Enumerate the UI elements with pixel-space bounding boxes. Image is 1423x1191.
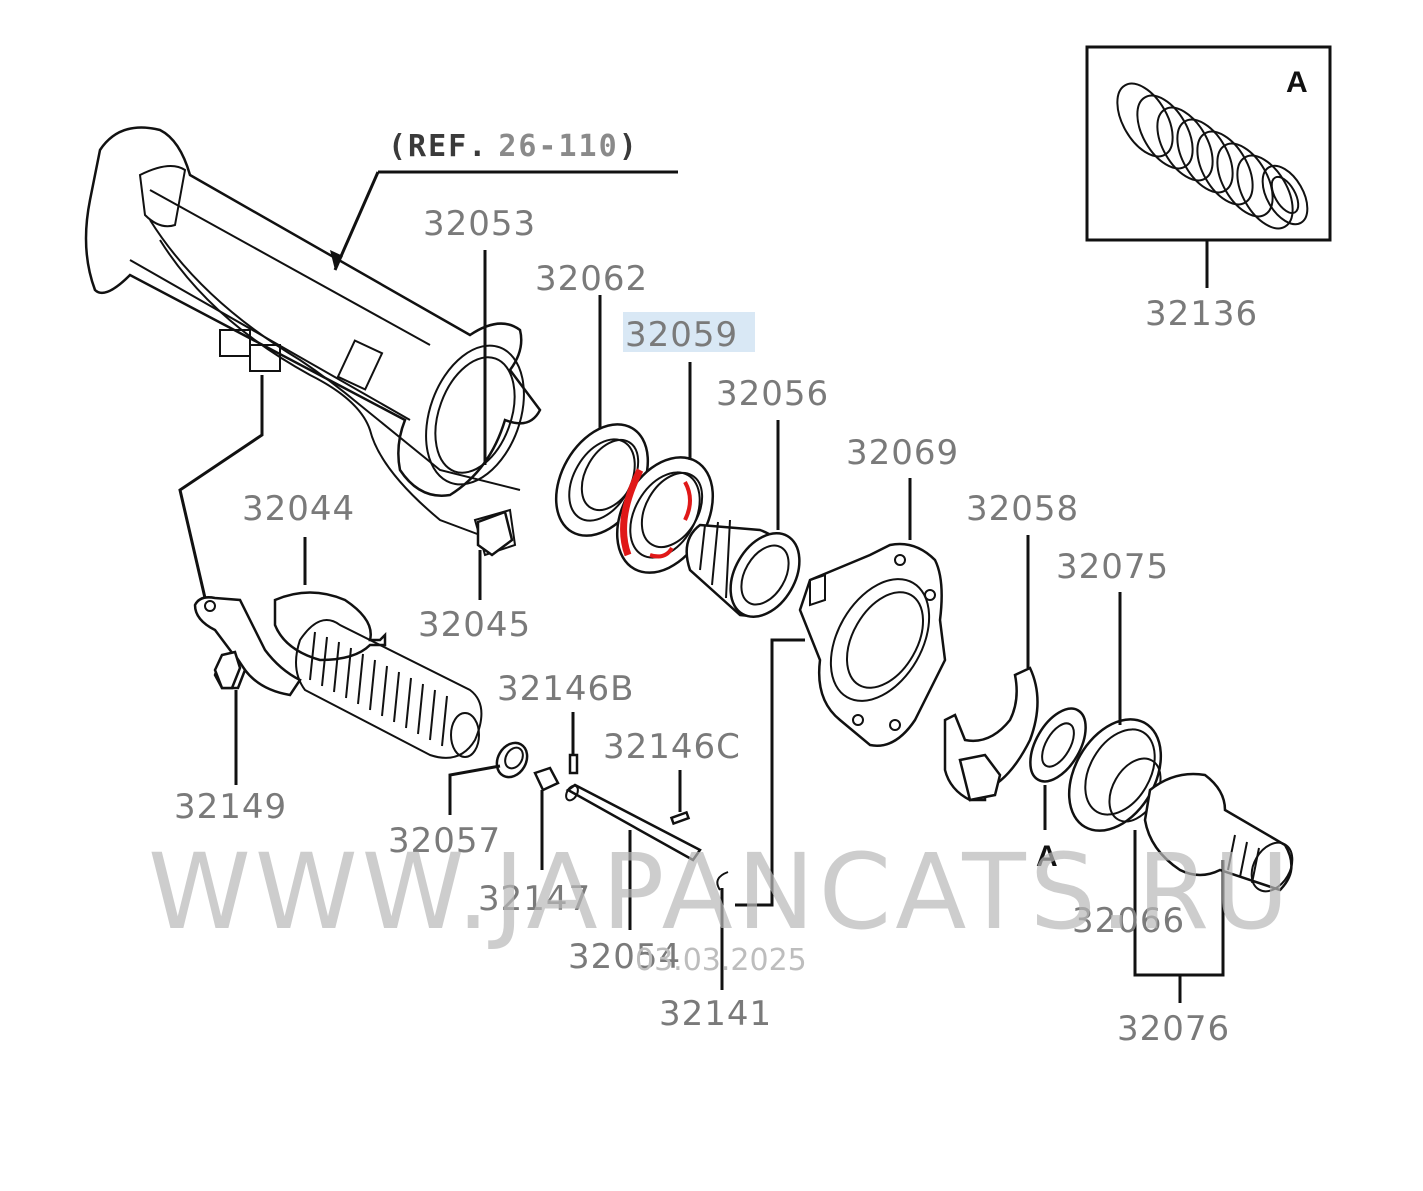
bushing-32147-drawing (533, 766, 560, 792)
label-32149[interactable]: 32149 (174, 787, 287, 827)
reference-label: (REF.26-110) (388, 129, 639, 164)
label-32053[interactable]: 32053 (423, 204, 536, 244)
label-32056[interactable]: 32056 (716, 374, 829, 414)
label-32066[interactable]: 32066 (1072, 901, 1185, 941)
shaft-32054-drawing (565, 783, 702, 862)
inset-letter: A (1286, 66, 1308, 99)
cover-32069-drawing (798, 542, 947, 747)
highlight-mark-32059 (620, 468, 644, 557)
leader-32057 (448, 764, 501, 815)
watermark: WWW.JAPANCATS.RU (148, 831, 1293, 953)
label-32044[interactable]: 32044 (242, 489, 355, 529)
spring-32136-drawing (1116, 82, 1309, 230)
lever-boot-drawing (193, 591, 483, 759)
pin-32146B-drawing (568, 753, 579, 775)
shaft-32066-drawing (1143, 772, 1294, 893)
sleeve-32056-drawing (685, 519, 801, 619)
highlight-bg-32059 (623, 312, 755, 352)
inset-box-a: A (1085, 45, 1332, 288)
datestamp: 03.03.2025 (635, 943, 807, 978)
leader-lever-bracket (178, 375, 264, 599)
label-32059[interactable]: 32059 (625, 315, 738, 355)
seal-32057-drawing (495, 741, 529, 779)
label-32057[interactable]: 32057 (388, 821, 501, 861)
ref-leader-arrow (333, 171, 380, 271)
clip-32141-drawing (716, 871, 729, 891)
label-32062[interactable]: 32062 (535, 259, 648, 299)
sensor-32045-drawing (476, 510, 514, 557)
label-32146B[interactable]: 32146B (497, 669, 634, 709)
label-32141[interactable]: 32141 (659, 994, 772, 1034)
label-32146C[interactable]: 32146C (603, 727, 741, 767)
pin-32146C-drawing (669, 810, 691, 826)
bearing-32075-drawing (1067, 718, 1163, 832)
label-32054[interactable]: 32054 (568, 937, 681, 977)
connector-letter-a: A (1036, 840, 1058, 873)
fork-32058-drawing (943, 666, 1039, 802)
label-32147[interactable]: 32147 (478, 879, 591, 919)
leader-32069-link (735, 638, 805, 907)
label-32045[interactable]: 32045 (418, 605, 531, 645)
washer-a-drawing (1029, 707, 1087, 783)
bolt-32149-drawing (213, 650, 242, 690)
housing-assembly-drawing (84, 126, 542, 557)
label-32058[interactable]: 32058 (966, 489, 1079, 529)
label-32069[interactable]: 32069 (846, 433, 959, 473)
label-32076[interactable]: 32076 (1117, 1009, 1230, 1049)
label-32136[interactable]: 32136 (1145, 294, 1258, 334)
label-32075[interactable]: 32075 (1056, 547, 1169, 587)
